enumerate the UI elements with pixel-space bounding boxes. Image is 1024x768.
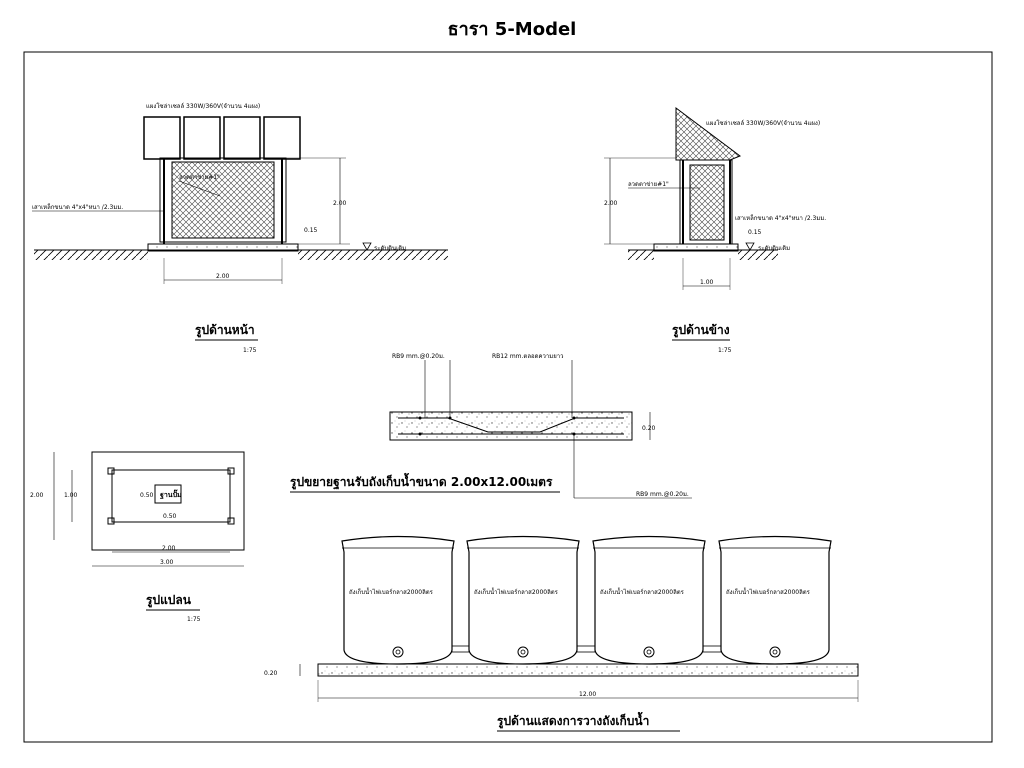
tanks-title: รูปด้านแสดงการวางถังเก็บน้ำ: [497, 711, 649, 729]
side-width-dim: 1.00: [700, 279, 714, 286]
front-panel-label: แผงโซล่าเซลล์ 330W/360V(จำนวน 4แผง): [146, 102, 260, 110]
ground-hatch: [34, 250, 148, 260]
side-view-scale: 1:75: [718, 347, 732, 354]
tank-label: ถังเก็บน้ำไฟเบอร์กลาส2000ลิตร: [349, 586, 434, 596]
front-view: แผงโซล่าเซลล์ 330W/360V(จำนวน 4แผง) ลวดต…: [32, 102, 448, 354]
plan-inner-w-dim: 2.00: [162, 545, 176, 552]
plan-pad-dim-1: 0.50: [140, 492, 154, 499]
water-tank: [341, 535, 455, 665]
front-solar-panel: [263, 116, 301, 160]
front-view-scale: 1:75: [243, 347, 257, 354]
side-view: แผงโซล่าเซลล์ 330W/360V(จำนวน 4แผง) ลวดต…: [604, 107, 826, 354]
plan-view: ฐานปั๊ม 0.50 0.50 2.00 1.00 2.00 3.00 รู…: [30, 451, 245, 623]
plan-inner-h-dim: 1.00: [64, 492, 78, 499]
tanks-elevation: ถังเก็บน้ำไฟเบอร์กลาส2000ลิตร ถังเก็บน้ำ…: [264, 535, 859, 732]
plan-title: รูปแปลน: [146, 593, 192, 608]
section-title: รูปขยายฐานรับถังเก็บน้ำขนาด 2.00x12.00เม…: [290, 472, 553, 490]
tank-slab-thickness: 0.20: [264, 670, 278, 677]
pump-pad: [154, 484, 182, 504]
side-ground-label: ระดับดินเดิม: [758, 245, 790, 252]
plan-pad-dim-2: 0.50: [163, 513, 177, 520]
section-slab: [389, 411, 633, 441]
section-rebar-left: RB9 mm.@0.20ม.: [392, 353, 445, 360]
water-tank: [592, 535, 706, 665]
side-panel-label: แผงโซล่าเซลล์ 330W/360V(จำนวน 4แผง): [706, 119, 820, 127]
side-footing: [653, 243, 739, 252]
front-solar-panel: [223, 116, 261, 160]
section-thickness: 0.20: [642, 425, 656, 432]
front-ground-label: ระดับดินเดิม: [374, 245, 406, 252]
plan-pad-label: ฐานปั๊ม: [160, 489, 182, 500]
plan-inner: [111, 469, 231, 523]
front-mesh-label: ลวดตาข่าย#1": [179, 174, 220, 181]
front-frame: [159, 157, 287, 243]
front-solar-panel: [183, 116, 221, 160]
side-view-title: รูปด้านข้าง: [672, 323, 730, 338]
plan-outer-h-dim: 2.00: [30, 492, 44, 499]
front-footing: [147, 243, 299, 252]
front-mesh-panel: [171, 161, 275, 239]
plan-outer: [91, 451, 245, 551]
tank-pipe: [451, 645, 470, 653]
tank-label: ถังเก็บน้ำไฟเบอร์กลาส2000ลิตร: [600, 586, 685, 596]
tank-label: ถังเก็บน้ำไฟเบอร์กลาส2000ลิตร: [474, 586, 559, 596]
tank-label: ถังเก็บน้ำไฟเบอร์กลาส2000ลิตร: [726, 586, 811, 596]
page-title: ธารา 5-Model: [447, 19, 577, 40]
sheet-border: [23, 51, 993, 743]
front-solar-panel: [143, 116, 181, 160]
side-mesh-panel: [689, 164, 725, 241]
tank-length-dim: 12.00: [579, 691, 596, 698]
front-base-dim: 0.15: [304, 227, 318, 234]
tank-pipe: [576, 645, 596, 653]
tank-slab: [317, 663, 859, 677]
front-post-label: เสาเหล็กขนาด 4"x4"หนา /2.3มม.: [32, 202, 123, 211]
side-mesh-label: ลวดตาข่าย#1": [628, 181, 669, 188]
water-tank: [466, 535, 580, 665]
front-view-title: รูปด้านหน้า: [195, 323, 255, 338]
section-rebar-top: RB12 mm.ตลอดความยาว: [492, 353, 563, 360]
front-height-dim: 2.00: [333, 200, 347, 207]
side-base-dim: 0.15: [748, 229, 762, 236]
tank-pipe: [702, 645, 722, 653]
section-rebar-bottom: RB9 mm.@0.20ม.: [636, 491, 689, 498]
water-tank: [718, 535, 832, 665]
footing-section: RB9 mm.@0.20ม. RB12 mm.ตลอดความยาว RB9 m…: [290, 353, 692, 499]
side-height-dim: 2.00: [604, 200, 618, 207]
plan-outer-w-dim: 3.00: [160, 559, 174, 566]
plan-scale: 1:75: [187, 616, 201, 623]
side-solar-panel: [675, 107, 742, 161]
front-width-dim: 2.00: [216, 273, 230, 280]
side-post-label: เสาเหล็กขนาด 4"x4"หนา /2.3มม.: [735, 213, 826, 222]
ground-hatch: [298, 250, 448, 260]
